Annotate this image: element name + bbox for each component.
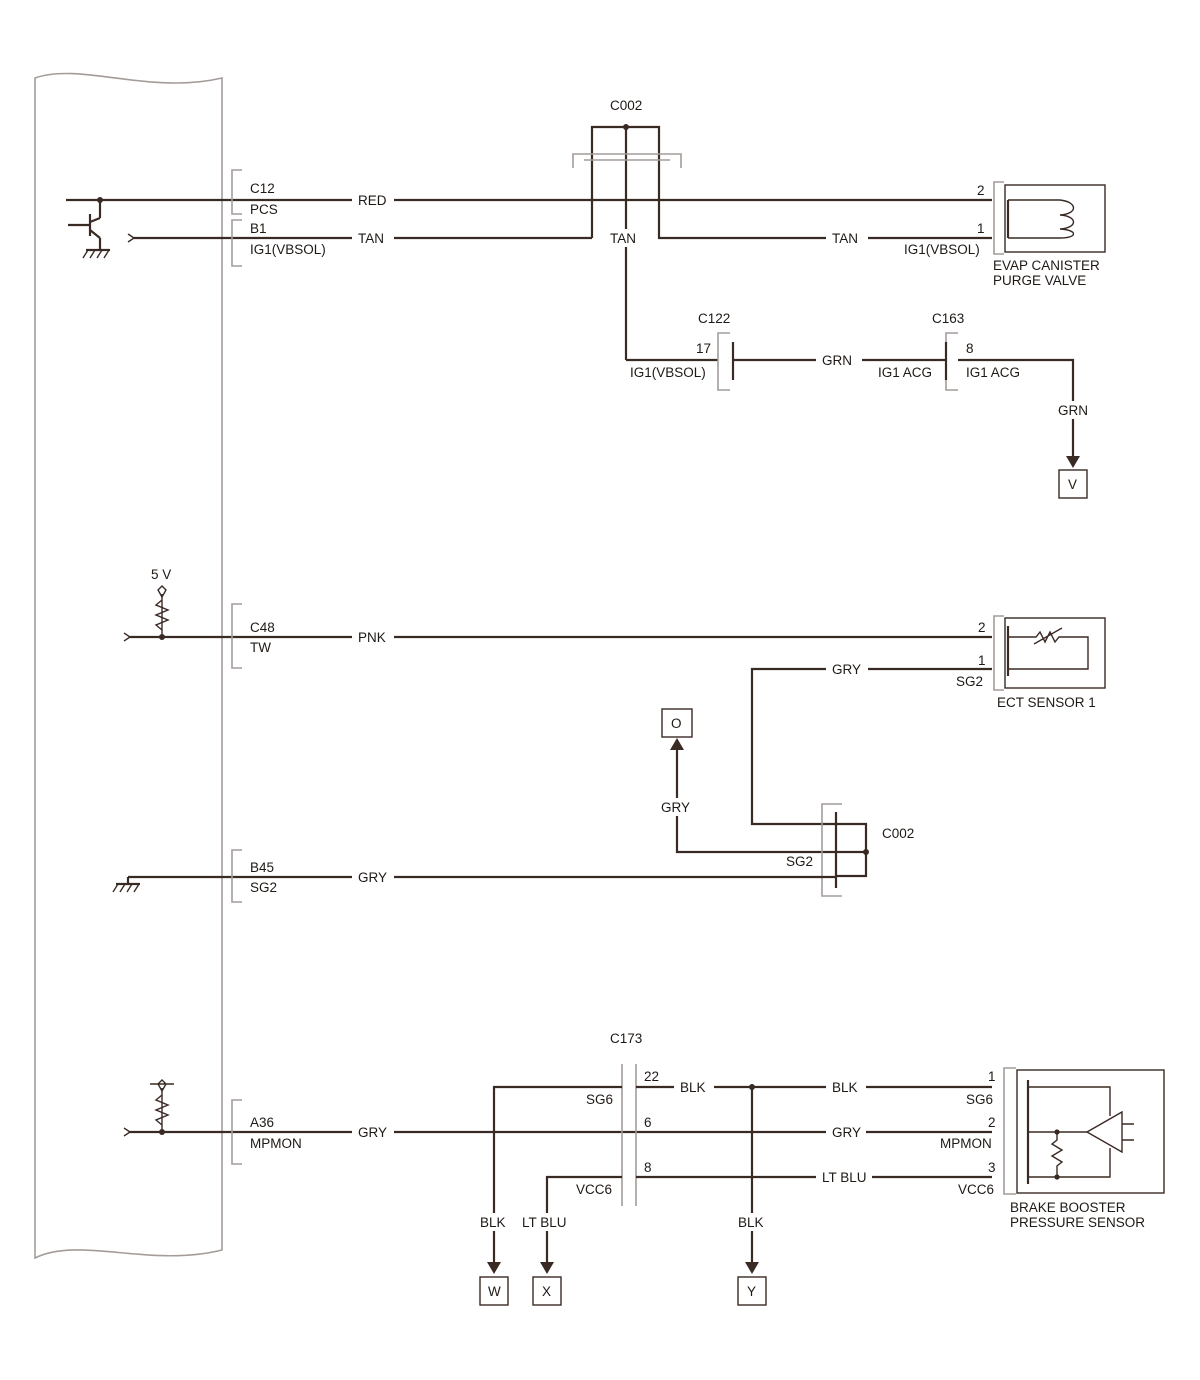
wire-grn-1: GRN (822, 353, 852, 368)
wire-blk-4: BLK (738, 1215, 764, 1230)
c173-pin-8: 8 (644, 1160, 652, 1175)
ref-w-label: W (488, 1284, 501, 1299)
purge-pin-ig1: IG1(VBSOL) (904, 242, 980, 257)
ect-sensor (993, 615, 1106, 691)
wire-ltblu-1: LT BLU (822, 1170, 867, 1185)
c122-pin-ig1: IG1(VBSOL) (630, 365, 706, 380)
ecm-pin-pcs: PCS (250, 202, 278, 217)
ecm-pin-a36: A36 (250, 1115, 274, 1130)
brake-label-2: PRESSURE SENSOR (1010, 1215, 1145, 1230)
ecm-pin-sg2: SG2 (250, 880, 277, 895)
bb-pin-1: 1 (988, 1069, 996, 1084)
wire-gry-3: GRY (358, 870, 387, 885)
ecm-pin-b1: B1 (250, 221, 267, 236)
ect-pin-1: 1 (978, 653, 986, 668)
c163-pin-8: 8 (966, 341, 974, 356)
purge-pin-2: 2 (977, 183, 985, 198)
c173-connector (492, 1064, 992, 1262)
ecm-pin-c12: C12 (250, 181, 275, 196)
wire-gry-2: GRY (661, 800, 690, 815)
ect-label: ECT SENSOR 1 (997, 695, 1096, 710)
c163-ig1acg-right: IG1 ACG (966, 365, 1020, 380)
wire-ltblu-2: LT BLU (522, 1215, 567, 1230)
voltage-label: 5 V (151, 567, 171, 582)
ecm-pin-b45: B45 (250, 860, 274, 875)
sg2-ground-circuit (112, 875, 836, 893)
brake-label-1: BRAKE BOOSTER (1010, 1200, 1126, 1215)
ecm-connector-a36 (231, 1099, 242, 1165)
wire-blk-3: BLK (480, 1215, 506, 1230)
ref-box-y (737, 1276, 767, 1306)
evap-label-1: EVAP CANISTER (993, 258, 1100, 273)
wire-red: RED (358, 193, 387, 208)
ref-o-branch (661, 708, 836, 854)
c163-ig1acg-left: IG1 ACG (878, 365, 932, 380)
brake-booster-sensor (1003, 1067, 1165, 1195)
c173-pin-sg6: SG6 (586, 1092, 613, 1107)
wire-blk-1: BLK (680, 1080, 706, 1095)
ecm-pin-c48: C48 (250, 620, 275, 635)
c173-pin-6: 6 (644, 1115, 652, 1130)
ref-v-label: V (1068, 477, 1077, 492)
ref-box-v (1058, 469, 1088, 499)
ecm-connector-b1 (231, 219, 242, 267)
wire-gry-4: GRY (358, 1125, 387, 1140)
c163-to-v (944, 332, 1088, 499)
ect-pin-sg2: SG2 (956, 674, 983, 689)
wire-grn-2: GRN (1058, 403, 1088, 418)
c173-pin-22: 22 (644, 1069, 659, 1084)
ecm-connector-b45 (231, 849, 242, 903)
ect-sg2-return (750, 667, 992, 826)
ecm-connector-c12 (231, 169, 242, 215)
wire-tan-1: TAN (358, 231, 384, 246)
ref-y-label: Y (747, 1284, 756, 1299)
bb-pin-mpmon: MPMON (940, 1136, 992, 1151)
ecm-connector-c48 (231, 603, 242, 669)
ect-pin-2: 2 (978, 620, 986, 635)
bb-pin-sg6: SG6 (966, 1092, 993, 1107)
purge-pin-1: 1 (977, 221, 985, 236)
evap-purge-valve (993, 181, 1106, 255)
ref-box-w (479, 1276, 509, 1306)
ref-x-label: X (542, 1284, 551, 1299)
ref-box-o (661, 708, 693, 738)
c002-top-label: C002 (610, 98, 642, 113)
c163-label: C163 (932, 311, 964, 326)
evap-label-2: PURGE VALVE (993, 273, 1086, 288)
c002-mid-label: C002 (882, 826, 914, 841)
tw-circuit (123, 585, 992, 642)
c122-pin-17: 17 (696, 341, 711, 356)
wire-tan-3: TAN (832, 231, 858, 246)
bb-pin-3: 3 (988, 1160, 996, 1175)
tan-to-c122 (626, 332, 946, 391)
pcs-circuit (66, 197, 992, 259)
bb-pin-vcc6: VCC6 (958, 1182, 994, 1197)
wire-pnk: PNK (358, 630, 386, 645)
ecm-pin-tw: TW (250, 640, 271, 655)
c173-label: C173 (610, 1031, 642, 1046)
wire-gry-1: GRY (832, 662, 861, 677)
wire-blk-2: BLK (832, 1080, 858, 1095)
ecm-pin-mpmon: MPMON (250, 1136, 302, 1151)
wire-tan-2: TAN (610, 231, 636, 246)
c002-pin-sg2: SG2 (786, 854, 813, 869)
ecm-pin-ig1: IG1(VBSOL) (250, 242, 326, 257)
ecm-module-outline (34, 72, 223, 1260)
c002-mid-joint (821, 803, 869, 897)
wire-gry-5: GRY (832, 1125, 861, 1140)
ref-box-x (532, 1276, 562, 1306)
c122-label: C122 (698, 311, 730, 326)
c173-pin-vcc6: VCC6 (576, 1182, 612, 1197)
ref-o-label: O (671, 716, 682, 731)
bb-pin-2: 2 (988, 1115, 996, 1130)
